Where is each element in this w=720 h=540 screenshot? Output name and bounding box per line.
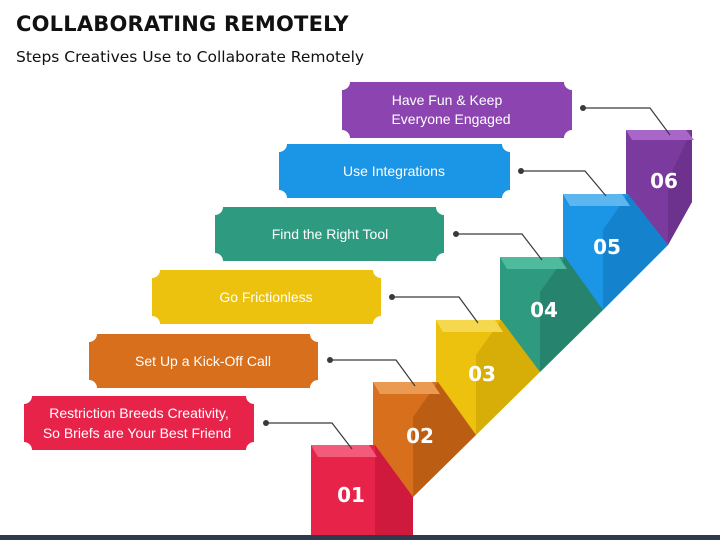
step-02-block: 02 (373, 382, 476, 497)
step-06-label-banner: Have Fun & Keep Everyone Engaged (342, 82, 572, 138)
step-05-label-line1: Use Integrations (343, 163, 445, 179)
connector-line-06 (583, 107, 671, 136)
connector-line-04 (456, 233, 543, 261)
page-title: COLLABORATING REMOTELY (16, 12, 349, 36)
step-02-number: 02 (406, 424, 434, 448)
step-01-block: 01 (311, 445, 413, 535)
step-04-block: 04 (500, 257, 603, 372)
connector-dot-05 (518, 168, 524, 174)
step-05-label-banner: Use Integrations (279, 144, 510, 198)
step-02-label-line1: Set Up a Kick-Off Call (135, 353, 271, 369)
step-03-block: 03 (436, 320, 540, 435)
step-06-label-line1: Have Fun & Keep (392, 92, 503, 108)
step-05-block: 05 (563, 194, 668, 310)
connector-line-02 (330, 359, 416, 387)
connector-line-01 (266, 422, 353, 450)
page-subtitle: Steps Creatives Use to Collaborate Remot… (16, 48, 365, 66)
step-05-number: 05 (593, 235, 621, 259)
connector-line-03 (392, 296, 479, 324)
connector-dot-06 (580, 105, 586, 111)
connector-dot-02 (327, 357, 333, 363)
step-01-label-line1: Restriction Breeds Creativity, (49, 405, 228, 421)
connector-dot-04 (453, 231, 459, 237)
bottom-accent-bar (0, 535, 720, 540)
step-04-label-banner: Find the Right Tool (215, 207, 444, 261)
step-04-number: 04 (530, 298, 558, 322)
step-04-label-line1: Find the Right Tool (272, 226, 388, 242)
step-03-number: 03 (468, 362, 496, 386)
step-03-label-banner: Go Frictionless (152, 270, 381, 324)
connector-dot-03 (389, 294, 395, 300)
step-06-number: 06 (650, 169, 678, 193)
connector-dot-01 (263, 420, 269, 426)
step-01-label-banner: Restriction Breeds Creativity, So Briefs… (24, 396, 254, 450)
connector-line-05 (521, 170, 607, 197)
step-01-number: 01 (337, 483, 365, 507)
step-06-label-line2: Everyone Engaged (391, 111, 510, 127)
step-03-label-line1: Go Frictionless (219, 289, 312, 305)
step-02-label-banner: Set Up a Kick-Off Call (89, 334, 318, 388)
step-01-label-line2: So Briefs are Your Best Friend (43, 425, 231, 441)
